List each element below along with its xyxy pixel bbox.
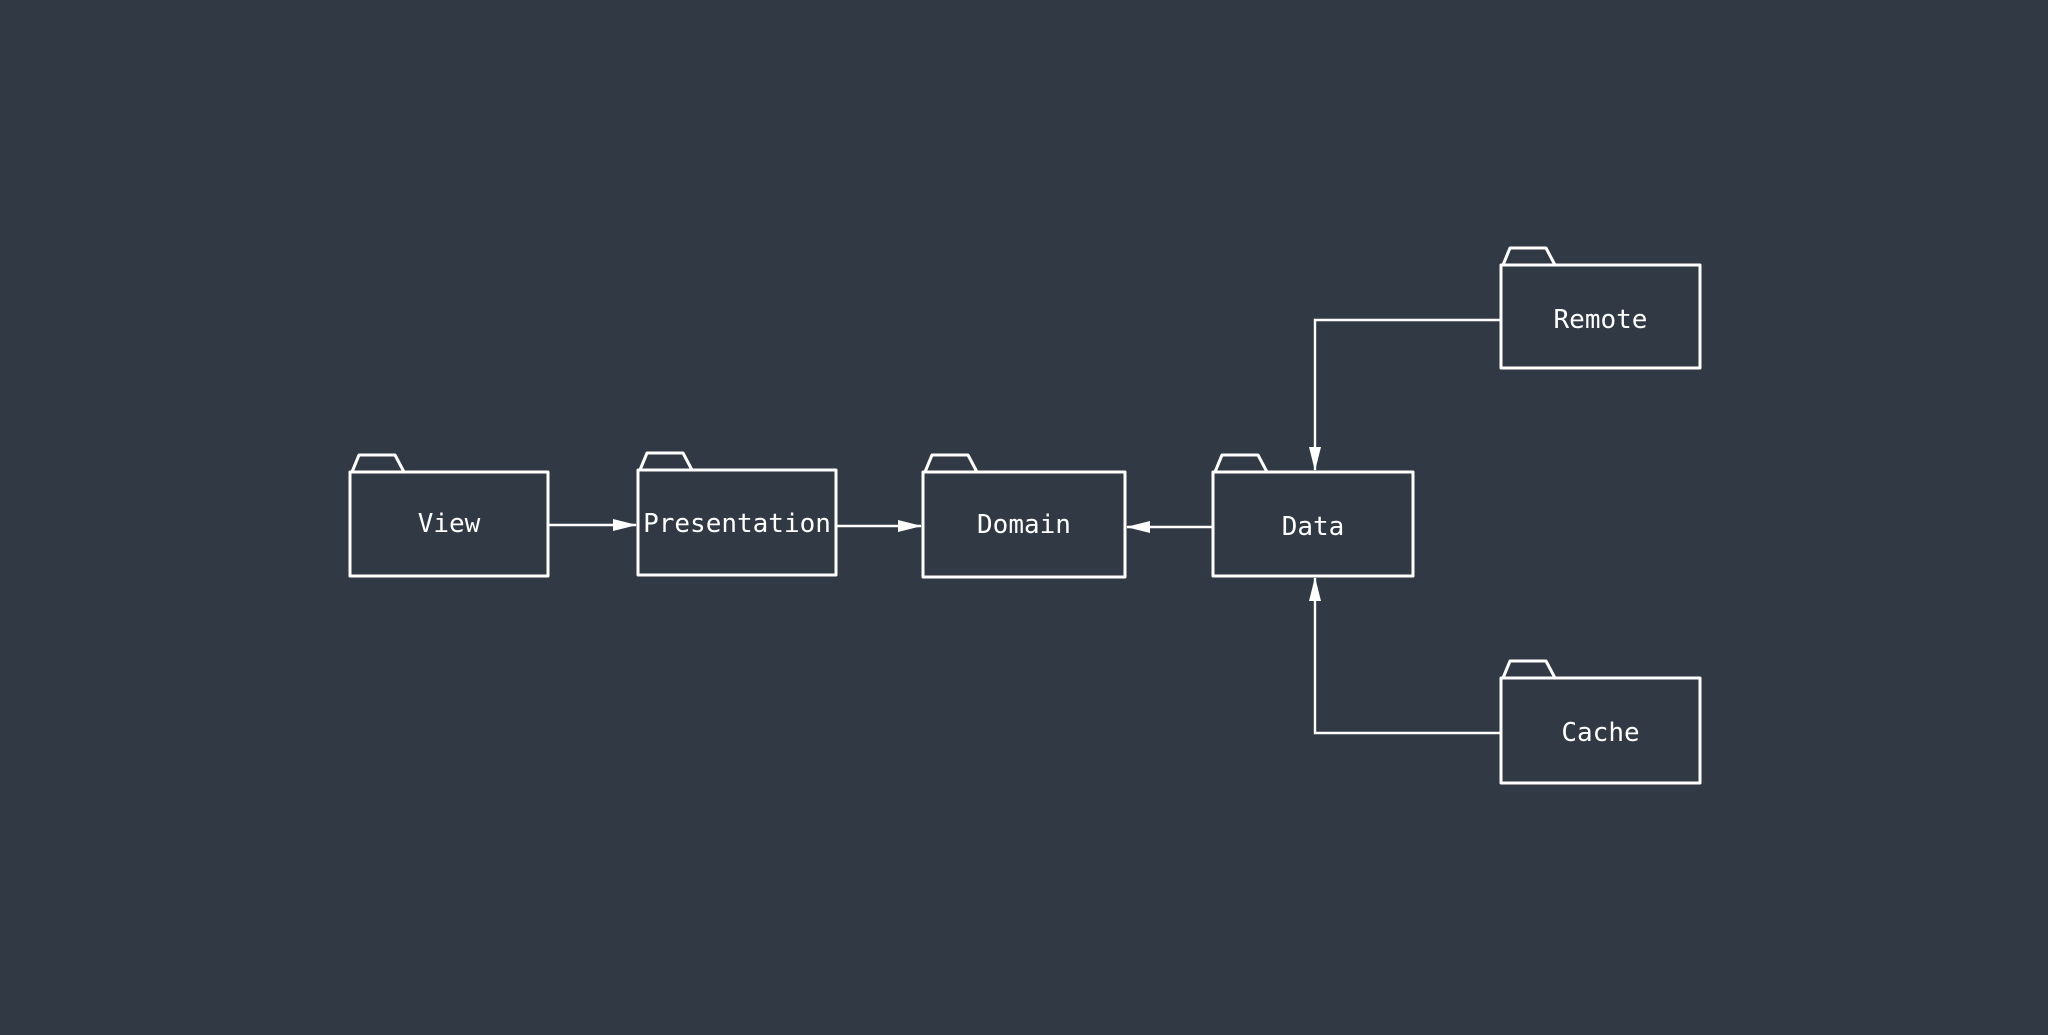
edges [548,318,1501,735]
folder-body [636,468,838,577]
folder-tab-icon [638,451,694,472]
folder-node-data: Data [1211,453,1415,578]
folder-body [1499,263,1702,370]
folder-tab-icon [1213,453,1269,474]
node-label-domain: Domain [977,510,1071,540]
node-label-data: Data [1282,512,1345,542]
folder-tab-icon [350,453,406,474]
folder-node-domain: Domain [921,453,1127,579]
folder-body [1499,676,1702,785]
edge-cache-to-data [1309,577,1501,735]
node-label-presentation: Presentation [643,509,831,539]
folder-tab-icon [1501,246,1557,267]
folder-node-presentation: Presentation [636,451,838,577]
folder-tab-icon [1501,659,1557,680]
folder-body [921,470,1127,579]
folder-node-cache: Cache [1499,659,1702,785]
node-label-view: View [418,509,481,539]
folder-body [348,470,550,578]
folder-tab-icon [923,453,979,474]
folder-node-remote: Remote [1499,246,1702,370]
node-label-remote: Remote [1554,305,1648,335]
node-label-cache: Cache [1561,718,1639,748]
folder-node-view: View [348,453,550,578]
folder-body [1211,470,1415,578]
edge-remote-to-data [1309,318,1501,471]
